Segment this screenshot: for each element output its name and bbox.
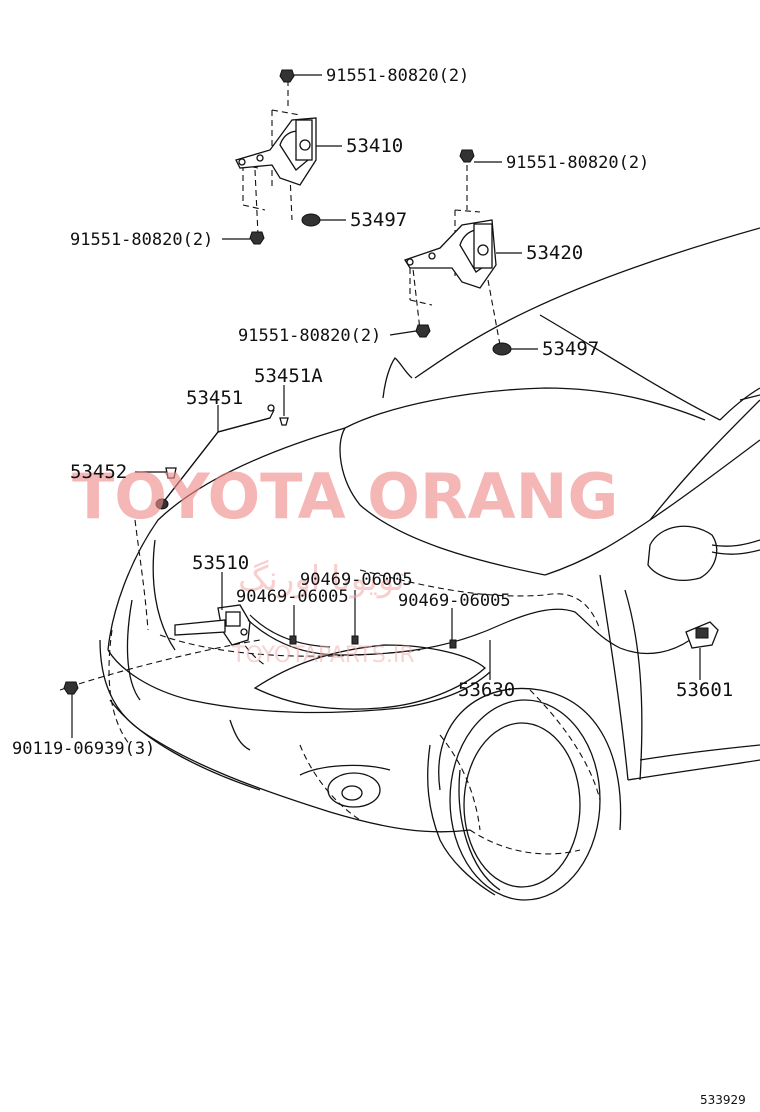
callout-bolt-hinge-right-bottom: 91551-80820(2) [238, 326, 381, 346]
clip-b-icon [351, 635, 359, 645]
bolt-hinge-right-bottom-icon [415, 324, 431, 338]
rod-holder-icon [279, 417, 289, 426]
bolt-hinge-left-bottom-icon [249, 231, 265, 245]
hood-hinge-right [404, 165, 501, 346]
callout-lock-bolt: 90119-06939(3) [12, 739, 155, 759]
callout-bolt-hinge-left-top: 91551-80820(2) [326, 66, 469, 86]
cushion-right-icon [492, 342, 512, 356]
rod-clamp-icon [155, 498, 169, 510]
callout-bolt-hinge-right-top: 91551-80820(2) [506, 153, 649, 173]
lock-bolt-icon [63, 681, 79, 695]
hood-lock [174, 604, 251, 646]
callout-hinge-right: 53420 [526, 242, 583, 264]
callout-hood-lock: 53510 [192, 552, 249, 574]
watermark-persian: تویوتا اورنگ [238, 559, 405, 599]
rod-grommet-icon [165, 467, 177, 479]
watermark-site: TOYOTAPARTS.IR [231, 643, 415, 668]
callout-support-rod-holder: 53451A [254, 365, 323, 387]
callout-bolt-hinge-left-bottom: 91551-80820(2) [70, 230, 213, 250]
leader-lines [71, 74, 701, 738]
callout-cushion-right: 53497 [542, 338, 599, 360]
vehicle-outline [59, 227, 760, 901]
release-lever-icon [685, 621, 719, 649]
bolt-hinge-right-top-icon [459, 149, 475, 163]
clip-c-icon [449, 639, 457, 649]
release-cable [247, 608, 691, 656]
callout-support-rod: 53451 [186, 387, 243, 409]
callout-release-cable: 53630 [458, 679, 515, 701]
callout-hinge-left: 53410 [346, 135, 403, 157]
hood-hinge-left [235, 80, 317, 236]
callout-clip-c: 90469-06005 [398, 591, 511, 611]
cushion-left-icon [301, 213, 321, 227]
callout-rod-grommet: 53452 [70, 461, 127, 483]
callout-cushion-left: 53497 [350, 209, 407, 231]
callout-release-lever: 53601 [676, 679, 733, 701]
callout-clip-b: 90469-06005 [236, 587, 349, 607]
bolt-hinge-left-top-icon [279, 69, 295, 83]
diagram-id: 533929 [700, 1093, 746, 1107]
callout-clip-a: 90469-06005 [300, 570, 413, 590]
watermark-brand: TOYOTA ORANG [72, 460, 618, 533]
